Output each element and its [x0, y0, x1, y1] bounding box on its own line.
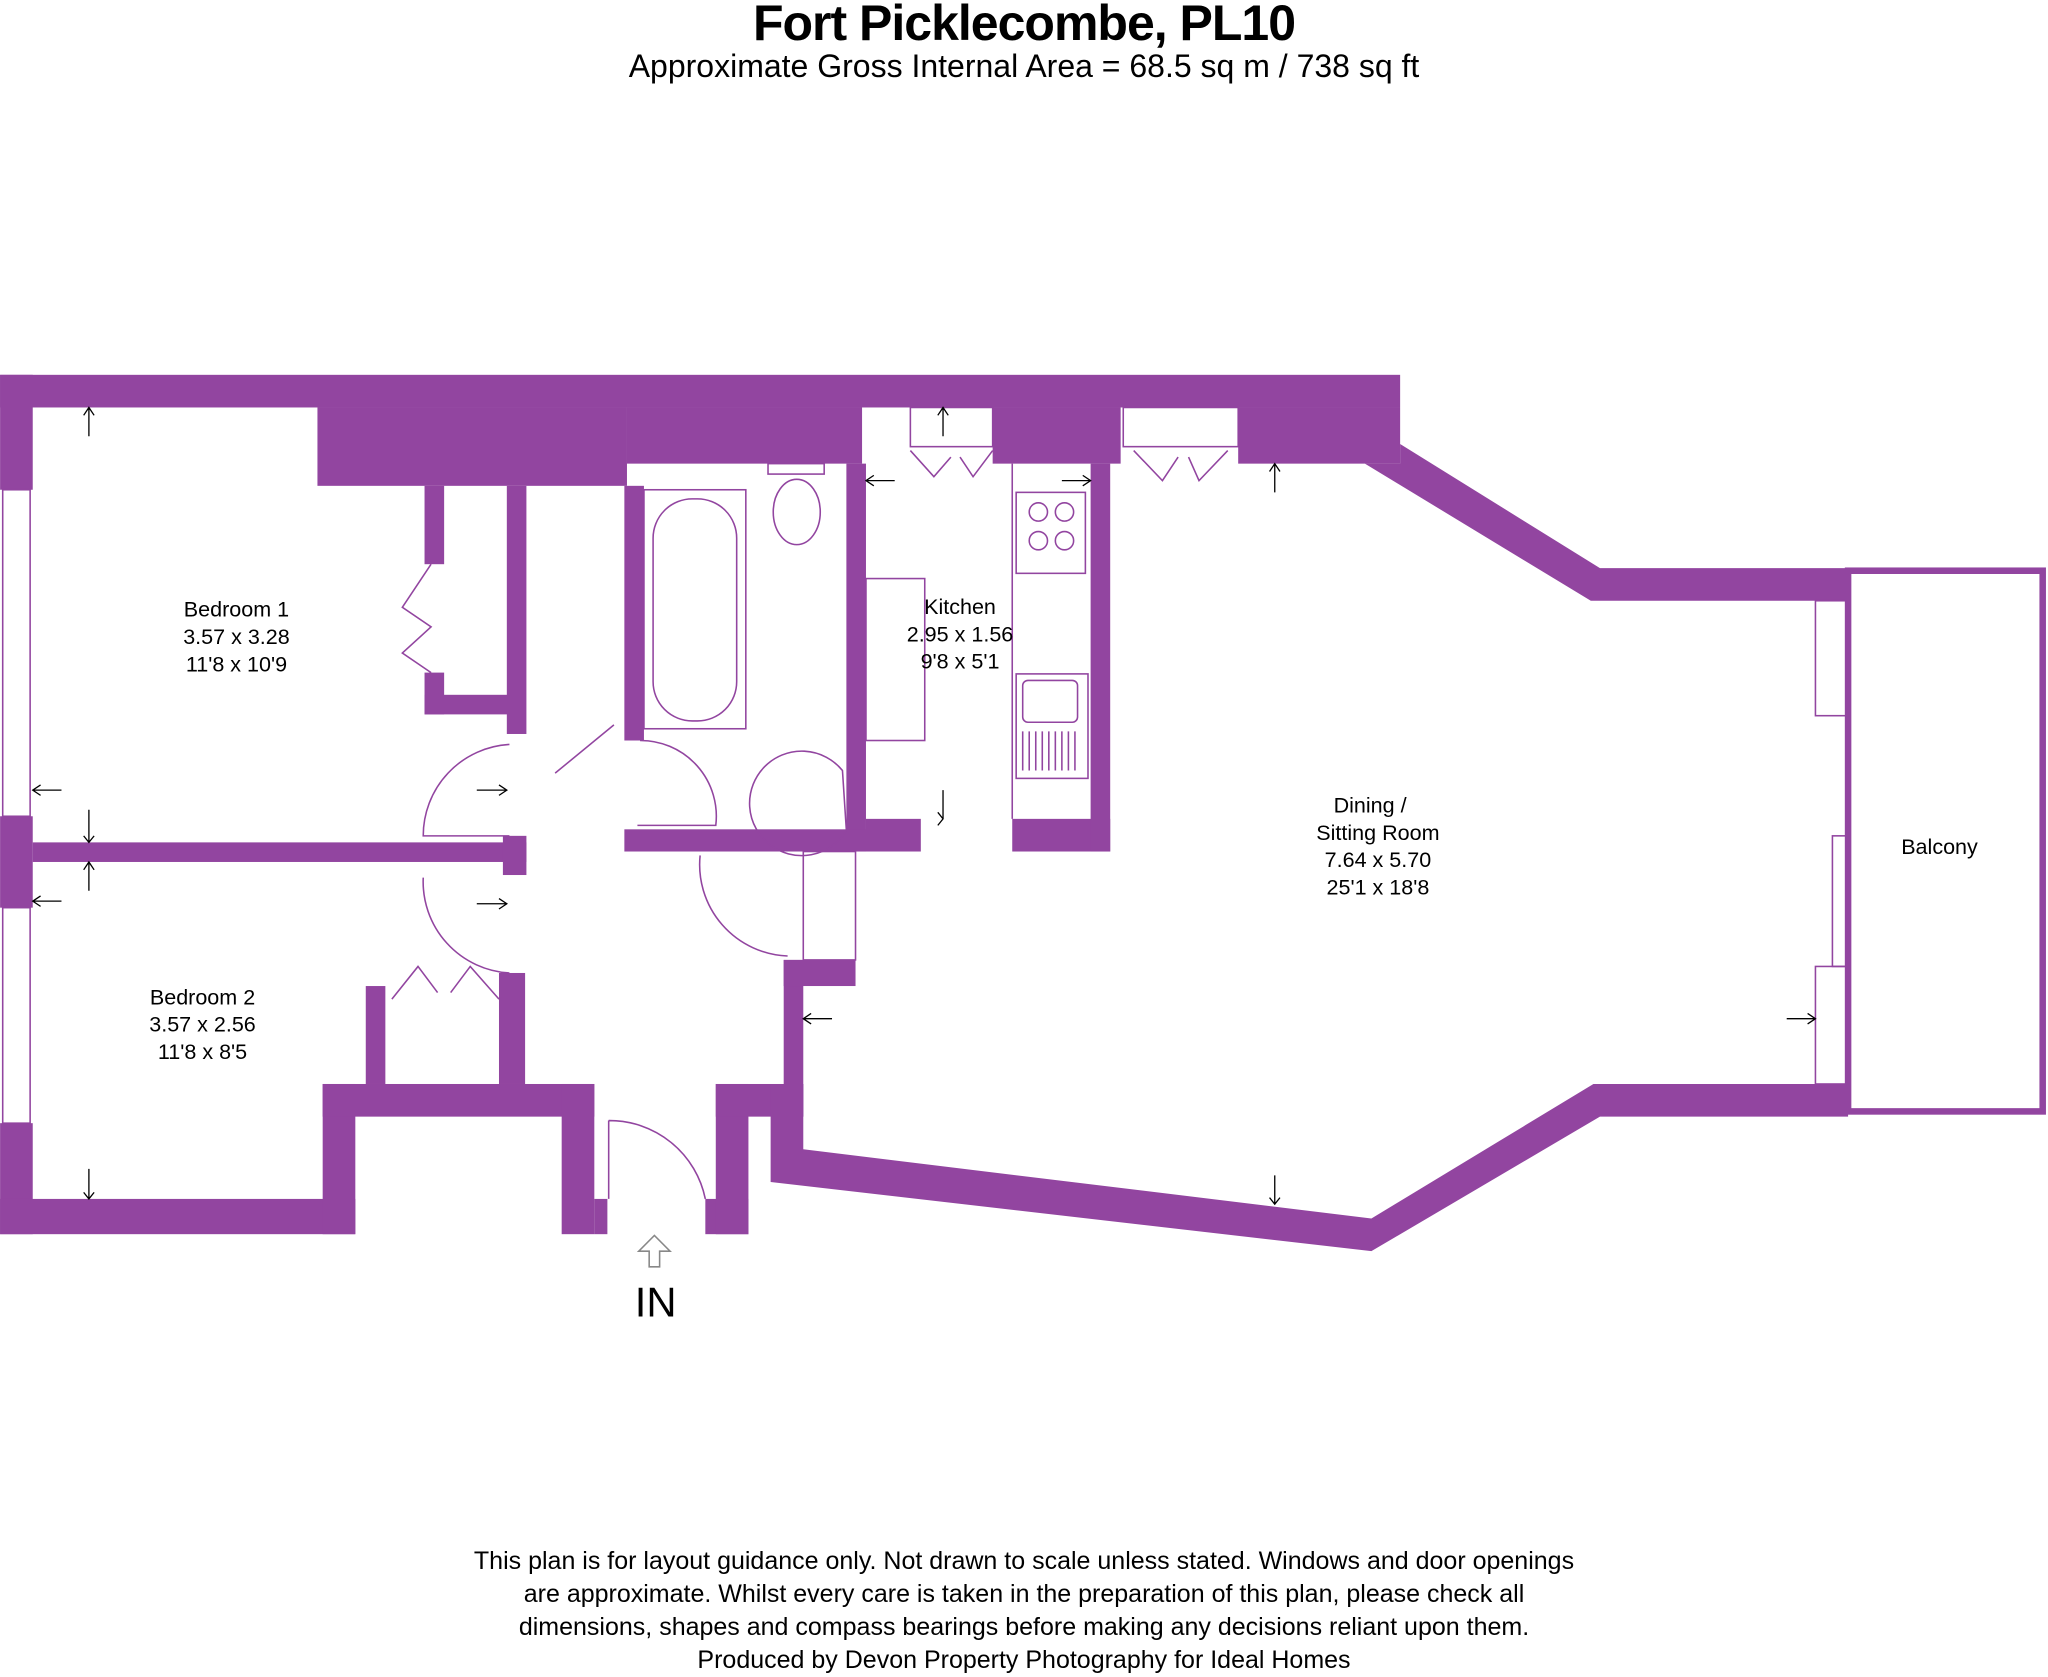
plan-title: Fort Picklecombe, PL10	[752, 0, 1296, 51]
room-name: Bedroom 2	[150, 985, 255, 1009]
disclaimer-line: dimensions, shapes and compass bearings …	[518, 1613, 1530, 1641]
windows	[1, 406, 1849, 1124]
room-metric: 2.95 x 1.56	[907, 622, 1014, 646]
fixtures	[643, 462, 1089, 857]
disclaimer-line: This plan is for layout guidance only. N…	[473, 1547, 1575, 1575]
room-name: Bedroom 1	[184, 597, 289, 621]
room-metric: 7.64 x 5.70	[1325, 848, 1432, 872]
basin	[748, 750, 848, 857]
hob	[1015, 491, 1087, 575]
room-imperial: 9'8 x 5'1	[921, 650, 1000, 674]
kitchen-counter	[865, 577, 926, 742]
walls	[0, 374, 1849, 1252]
room-metric: 3.57 x 2.56	[149, 1013, 256, 1037]
area-subtitle: Approximate Gross Internal Area = 68.5 s…	[628, 48, 1420, 84]
room-name: Kitchen	[924, 595, 996, 619]
room-kitchen: Kitchen 2.95 x 1.56 9'8 x 5'1	[907, 595, 1014, 674]
bathtub	[643, 488, 747, 730]
room-balcony: Balcony	[1901, 835, 1978, 859]
room-name-line2: Sitting Room	[1316, 821, 1439, 845]
dimension-arrows	[31, 406, 1817, 1268]
room-imperial: 11'8 x 10'9	[186, 652, 287, 676]
balcony-outline	[1844, 567, 2046, 1115]
room-bedroom-2: Bedroom 2 3.57 x 2.56 11'8 x 8'5	[149, 985, 256, 1064]
disclaimer-line: Produced by Devon Property Photography f…	[697, 1646, 1351, 1674]
kitchen-sink	[1015, 673, 1089, 780]
room-imperial: 11'8 x 8'5	[158, 1040, 247, 1064]
room-name: Dining /	[1334, 793, 1407, 817]
disclaimer: This plan is for layout guidance only. N…	[0, 1545, 2048, 1677]
entrance-arrow-icon	[636, 1234, 672, 1268]
toilet	[772, 478, 822, 546]
entrance-label: IN	[635, 1278, 677, 1325]
room-dining-sitting: Dining / Sitting Room 7.64 x 5.70 25'1 x…	[1316, 793, 1439, 899]
room-bedroom-1: Bedroom 1 3.57 x 3.28 11'8 x 10'9	[183, 597, 290, 676]
room-imperial: 25'1 x 18'8	[1327, 876, 1430, 900]
room-metric: 3.57 x 3.28	[183, 625, 290, 649]
disclaimer-line: are approximate. Whilst every care is ta…	[523, 1580, 1525, 1608]
doors	[391, 450, 1229, 1200]
